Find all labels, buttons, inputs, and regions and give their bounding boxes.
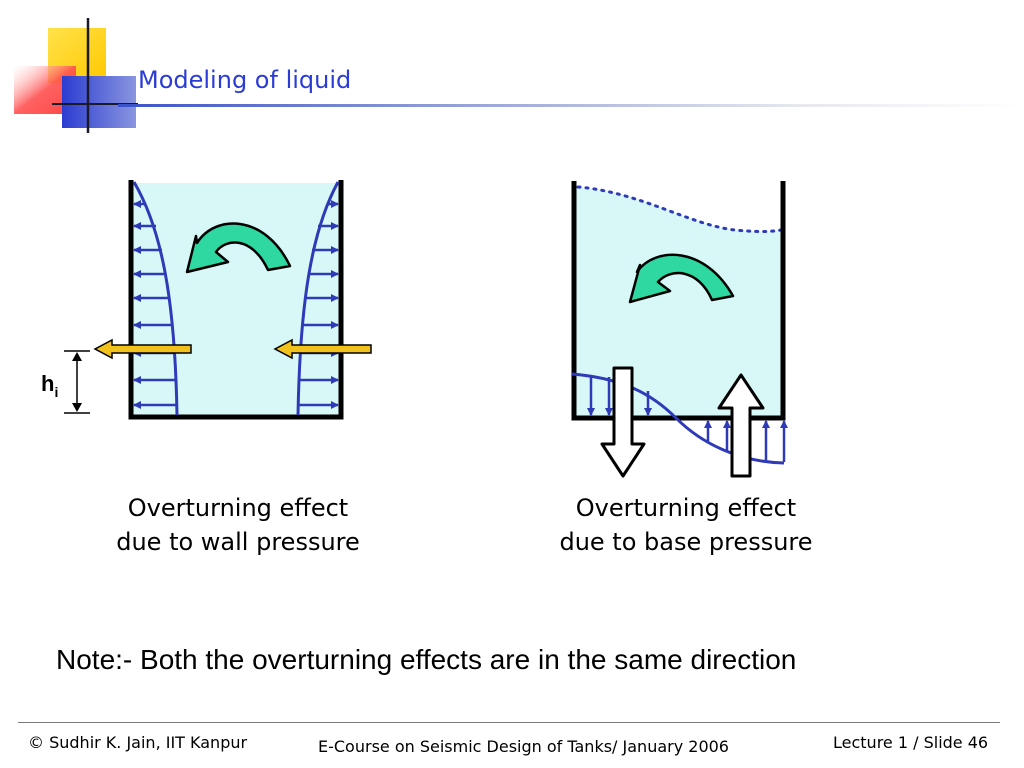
footer-author: Sudhir K. Jain, IIT Kanpur [49,733,248,752]
height-label-subscript: i [54,384,58,400]
deco-blue-square [62,76,136,128]
right-tank [571,181,788,478]
left-caption-line1: Overturning effect [127,494,349,522]
downward-resultant-arrow [600,366,646,478]
height-dimension [64,350,90,414]
tank-diagram: hi [41,180,788,478]
right-diagram-caption: Overturning effect due to base pressure [536,491,836,559]
right-tank-liquid [575,187,783,417]
copyright-symbol: © [28,733,44,752]
right-caption-line2: due to base pressure [559,528,813,556]
right-tank-walls [571,181,786,421]
title-underline [118,104,1024,107]
right-caption-line1: Overturning effect [575,494,797,522]
rotation-arrow-icon [628,253,735,304]
left-resultant-force-arrow [93,338,192,360]
left-diagram-caption: Overturning effect due to wall pressure [88,491,388,559]
left-tank: hi [41,180,372,420]
left-tank-walls [128,180,344,420]
footer-divider [18,722,1000,723]
right-wall-pressure-arrows [298,200,339,409]
footer-copyright: © Sudhir K. Jain, IIT Kanpur [28,733,247,752]
footer-slide-number: Lecture 1 / Slide 46 [833,733,989,752]
left-caption-line2: due to wall pressure [116,528,360,556]
right-resultant-force-arrow [273,338,372,360]
sloshing-free-surface [576,185,783,233]
height-label-main: h [41,371,54,396]
slide-title: Modeling of liquid [138,66,352,94]
upward-resultant-arrow [717,373,765,478]
footer-course: E-Course on Seismic Design of Tanks/ Jan… [318,737,729,756]
decorative-logo [14,18,138,133]
note-text: Note:- Both the overturning effects are … [56,644,797,675]
rotation-arrow-icon [185,222,292,274]
height-label: hi [41,371,58,400]
